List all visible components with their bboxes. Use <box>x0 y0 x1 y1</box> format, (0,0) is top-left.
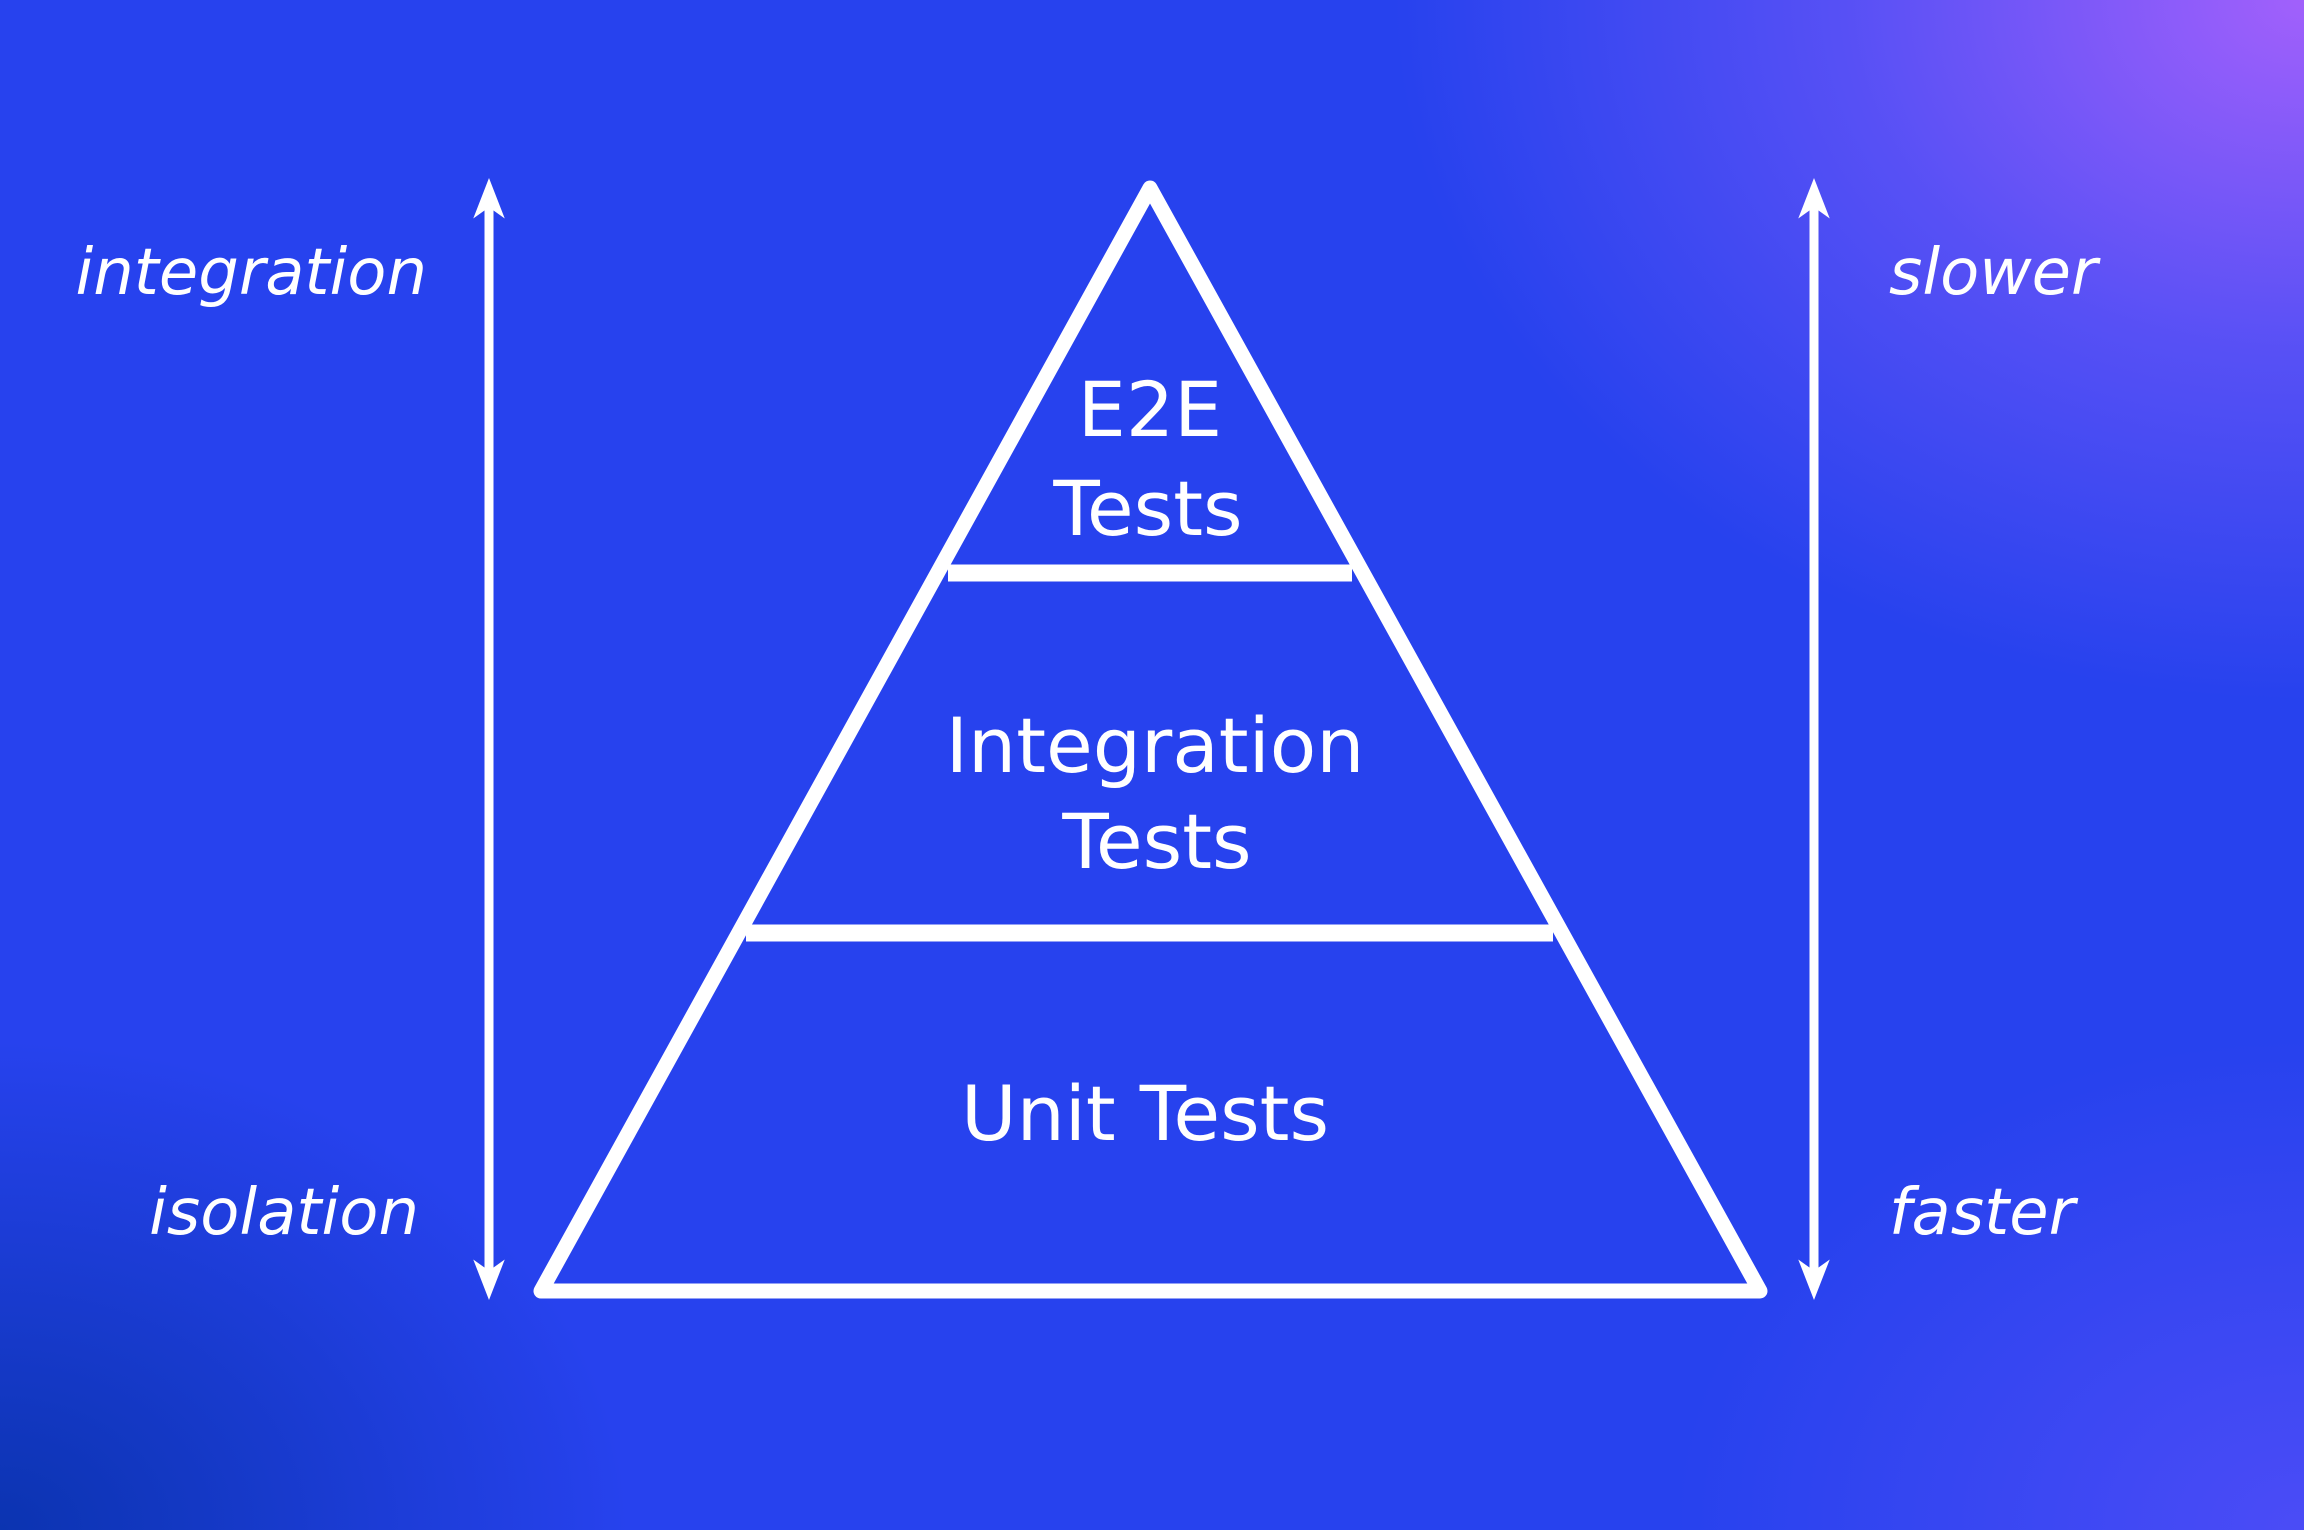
isolation-axis-label: isolation <box>149 1176 419 1250</box>
slower-axis-label: slower <box>1889 236 2101 310</box>
unit-tests-label: Unit Tests <box>961 1069 1329 1158</box>
pyramid-outline <box>533 180 1768 1299</box>
pyramid <box>533 180 1768 1299</box>
faster-axis-label: faster <box>1889 1176 2079 1250</box>
integration-tests-label: Tests <box>1061 797 1251 886</box>
e2e-label: E2E <box>1078 365 1222 454</box>
integration-label: Integration <box>946 701 1365 790</box>
e2e-tests-label: Tests <box>1052 464 1242 553</box>
integration-axis-label: integration <box>75 236 427 310</box>
